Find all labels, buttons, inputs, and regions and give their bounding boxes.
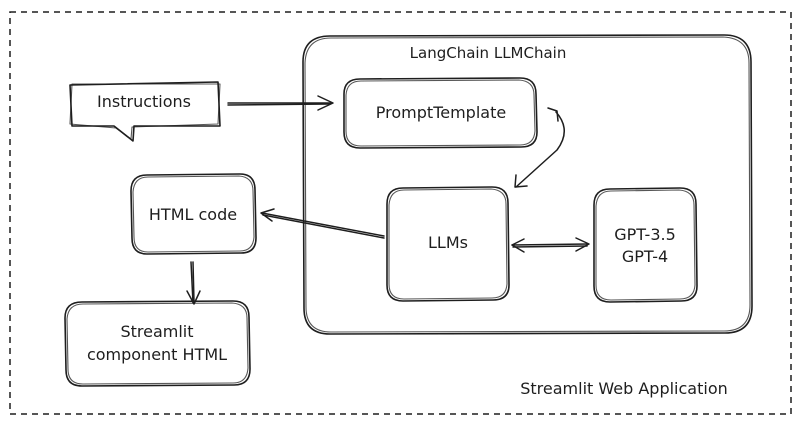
app-label: Streamlit Web Application — [520, 379, 728, 398]
instructions-bubble — [69, 81, 221, 142]
html-code-box — [130, 173, 257, 255]
prompt-template-label: PromptTemplate — [376, 103, 506, 122]
streamlit-app-boundary — [9, 11, 792, 415]
llms-box — [386, 186, 510, 302]
html-code-label: HTML code — [149, 205, 237, 224]
chain-label: LangChain LLMChain — [410, 44, 567, 62]
arrow-instructions-to-prompt — [227, 95, 334, 111]
prompt-template-box — [343, 77, 538, 149]
arrow-html-to-streamlit — [186, 261, 201, 305]
gpt-label-line2: GPT-4 — [622, 247, 668, 266]
llms-label: LLMs — [428, 233, 468, 252]
langchain-llmchain-container — [302, 34, 753, 335]
instructions-label: Instructions — [97, 92, 191, 111]
gpt-label-line1: GPT-3.5 — [614, 225, 676, 244]
arrow-llms-to-html — [260, 208, 385, 239]
streamlit-component-label-line2: component HTML — [87, 345, 227, 364]
streamlit-component-label-line1: Streamlit — [120, 322, 193, 341]
arrow-prompt-llms — [514, 107, 565, 188]
streamlit-component-box — [64, 300, 251, 387]
gpt-models-box — [593, 187, 698, 303]
arrow-llms-gpt — [511, 237, 590, 253]
